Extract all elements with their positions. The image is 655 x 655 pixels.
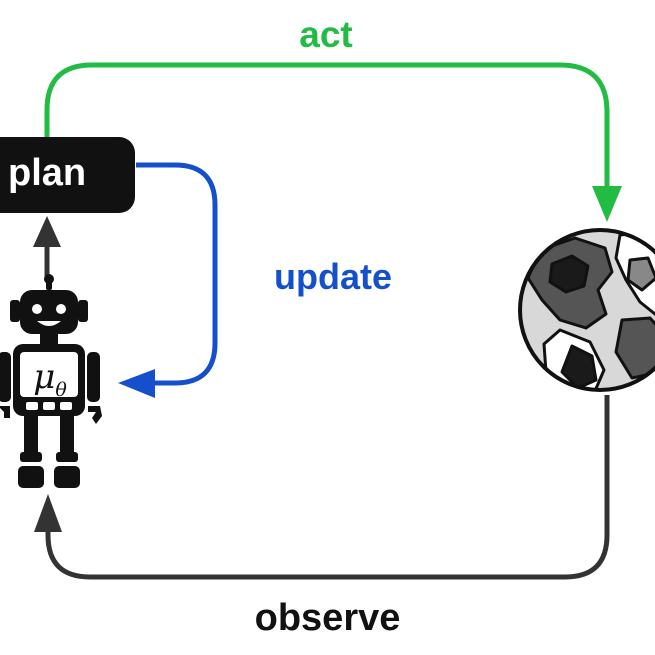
observe-label: observe bbox=[254, 597, 401, 639]
act-arrow-line bbox=[44, 62, 610, 190]
act-arrow-head bbox=[592, 186, 622, 222]
plan-label: plan bbox=[8, 152, 87, 194]
theta-subscript: θ bbox=[55, 378, 67, 401]
update-label: update bbox=[273, 256, 392, 297]
mu-symbol: μ bbox=[33, 357, 56, 397]
plan-box bbox=[0, 137, 135, 213]
act-label: act bbox=[299, 14, 353, 55]
update-arrow-head bbox=[118, 369, 155, 398]
policy-symbol: μθ bbox=[22, 357, 78, 401]
globe-icon bbox=[518, 228, 655, 392]
plan-arrow-head bbox=[33, 216, 61, 247]
observe-arrow-line bbox=[45, 395, 610, 580]
update-arrow-line bbox=[136, 162, 218, 386]
robot-icon bbox=[0, 274, 102, 488]
observe-arrow-head bbox=[34, 494, 62, 532]
